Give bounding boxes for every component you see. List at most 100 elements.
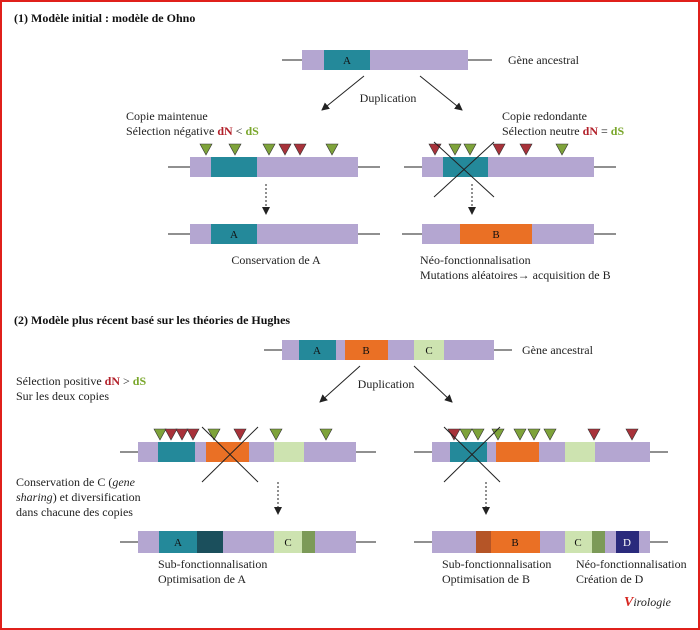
s1-right-result-domain: B [492,229,499,241]
gene-domain-Ad [197,531,223,553]
s2-ancestral-domain-A: A [313,345,321,357]
s2-right-caption1b: Néo-fonctionnalisation [576,557,687,571]
synonymous-mutation-marker [491,428,505,441]
s1-right-copy-gene [404,157,616,177]
s1-arrow-right [419,75,463,111]
connector-line [201,426,259,483]
s2-left-caption1: Sub-fonctionnalisation [158,557,267,571]
synonymous-mutation-marker [325,143,339,156]
s1-arrow-left [321,75,365,111]
nonsynonymous-mutation-marker [164,428,178,441]
s2-right-result-domain-B: B [511,537,518,549]
s2-right-result-domain-C: C [574,537,581,549]
gene-domain-Cd [592,531,605,553]
section2-title: (2) Modèle plus récent basé sur les théo… [14,313,290,327]
s2-left-result-domain-A: A [174,537,182,549]
synonymous-mutation-marker [513,428,527,441]
gene-domain-D [616,531,639,553]
synonymous-mutation-marker [471,428,485,441]
s1-left-line2: Sélection négative dN < dS [126,124,259,138]
s2-right-caption1a: Sub-fonctionnalisation [442,557,551,571]
synonymous-mutation-marker [228,143,242,156]
connector-line [433,141,495,198]
s1-right-caption1: Néo-fonctionnalisation [420,253,531,267]
s2-left-mutation-markers [153,428,333,441]
gene-domain-A [450,442,487,462]
synonymous-mutation-marker [319,428,333,441]
s1-duplication-label: Duplication [360,91,417,105]
gene-domain-A [211,224,257,244]
s1-left-line1: Copie maintenue [126,109,208,123]
s2-ancestral-domain-C: C [425,345,432,357]
nonsynonymous-mutation-marker [293,143,307,156]
s2-conservation-line2: sharing) et diversification [16,490,141,504]
s2-right-copy-gene [414,442,668,462]
nonsynonymous-mutation-marker [278,143,292,156]
synonymous-mutation-marker [262,143,276,156]
s2-duplication-label: Duplication [358,377,415,391]
s2-right-cross-icon [443,426,501,483]
s1-ancestral-label: Gène ancestral [508,53,580,67]
synonymous-mutation-marker [207,428,221,441]
virologie-logo: Virologie [624,595,672,610]
s2-selection-line1: Sélection positive dN > dS [16,374,146,388]
nonsynonymous-mutation-marker [186,428,200,441]
synonymous-mutation-marker [543,428,557,441]
s1-left-copy-gene [168,157,380,177]
s2-right-caption2a: Optimisation de B [442,572,530,586]
gene-domain-A [324,50,370,70]
s2-conservation-line1: Conservation de C (gene [16,475,136,489]
nonsynonymous-mutation-marker [447,428,461,441]
section1-title: (1) Modèle initial : modèle de Ohno [14,11,195,25]
s2-ancestral-domain-B: B [362,345,369,357]
s2-ancestral-label: Gène ancestral [522,343,594,357]
nonsynonymous-mutation-marker [233,428,247,441]
gene-domain-B [491,531,540,553]
gene-domain-C [565,442,595,462]
s1-left-result-domain: A [230,229,238,241]
synonymous-mutation-marker [269,428,283,441]
gene-domain-B [345,340,388,360]
gene-domain-Bd [476,531,491,553]
synonymous-mutation-marker [153,428,167,441]
synonymous-mutation-marker [459,428,473,441]
s1-ancestral-domain-A: A [343,55,351,67]
s1-ancestral-gene: A [282,50,492,70]
gene-domain-A [159,531,197,553]
s2-ancestral-gene: A B C [264,340,512,360]
s2-selection-line2: Sur les deux copies [16,389,109,403]
nonsynonymous-mutation-marker [587,428,601,441]
s1-right-line1: Copie redondante [502,109,587,123]
gene-domain-A [158,442,195,462]
s2-right-caption2b: Création de D [576,572,644,586]
synonymous-mutation-marker [555,143,569,156]
s1-right-line2: Sélection neutre dN = dS [502,124,624,138]
gene-domain-B [496,442,539,462]
s1-left-caption: Conservation de A [231,253,321,267]
s1-cross-icon [433,141,495,198]
nonsynonymous-mutation-marker [175,428,189,441]
s1-right-caption2: Mutations aléatoires→ acquisition de B [420,268,611,282]
gene-domain-A [211,157,257,177]
s2-conservation-line3: dans chacune des copies [16,505,133,519]
s2-right-mutation-markers [447,428,639,441]
gene-domain-A [443,157,488,177]
gene-domain-B [460,224,532,244]
nonsynonymous-mutation-marker [625,428,639,441]
s1-right-mutation-markers [428,143,569,156]
s2-left-result-domain-C: C [284,537,291,549]
synonymous-mutation-marker [527,428,541,441]
synonymous-mutation-marker [448,143,462,156]
s2-left-cross-icon [201,426,259,483]
gene-domain-A [299,340,336,360]
s2-right-result-domain-D: D [623,537,631,549]
synonymous-mutation-marker [199,143,213,156]
s2-left-caption2: Optimisation de A [158,572,246,586]
s2-arrow-right [413,365,453,403]
gene-domain-C [274,442,304,462]
gene-domain-C [414,340,444,360]
s1-right-result-gene: B [402,224,616,244]
s2-left-copy-gene [120,442,376,462]
s2-arrow-left [319,365,361,403]
